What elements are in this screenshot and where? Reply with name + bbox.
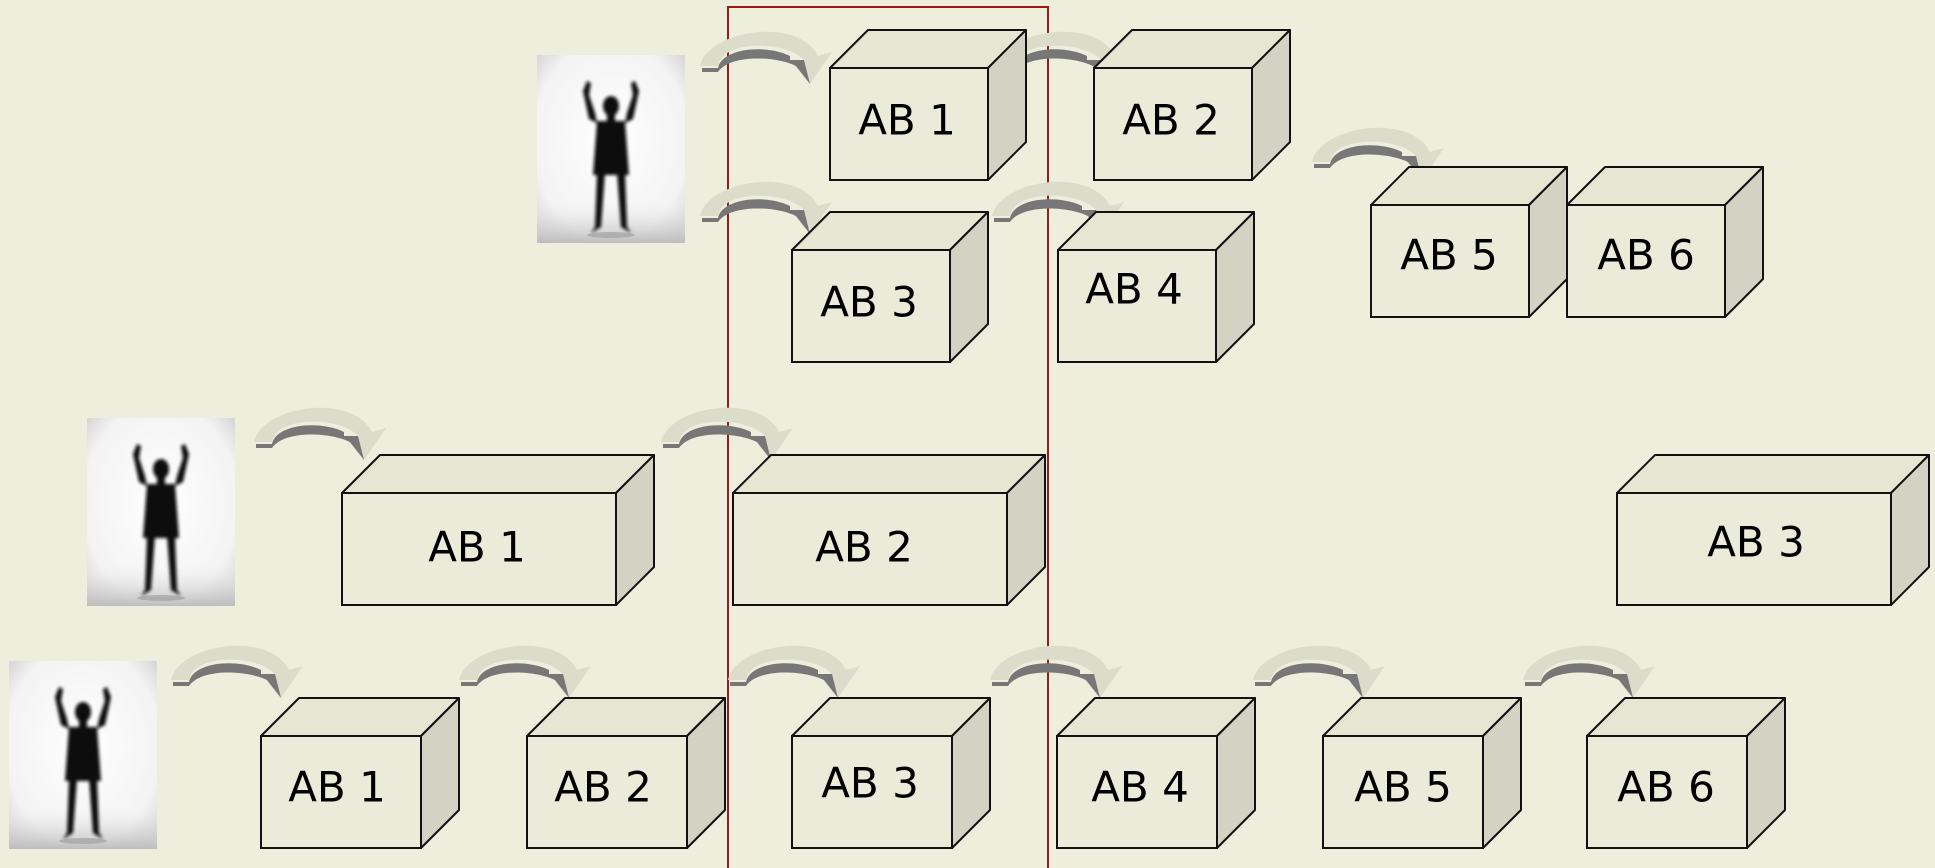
box-label: AB 3 <box>821 759 919 808</box>
box-front-face <box>260 735 422 849</box>
curved-arrow-icon <box>1523 645 1655 698</box>
box-ab-3: AB 3 <box>1616 454 1930 606</box>
box-ab-6: AB 6 <box>1566 166 1764 318</box>
curved-arrow-icon <box>700 181 832 234</box>
box-ab-4: AB 4 <box>1057 211 1255 363</box>
box-ab-2: AB 2 <box>1093 29 1291 181</box>
curved-arrow-icon <box>459 645 591 698</box>
box-ab-5: AB 5 <box>1322 697 1522 849</box>
box-label: AB 4 <box>1085 265 1183 314</box>
box-ab-2: AB 2 <box>526 697 726 849</box>
box-label: AB 2 <box>1122 96 1220 145</box>
box-top-face <box>732 454 1046 494</box>
person-arms-raised-photo <box>87 418 235 606</box>
curved-arrow-icon <box>728 645 860 698</box>
box-ab-2: AB 2 <box>732 454 1046 606</box>
box-front-face <box>732 492 1008 606</box>
curved-arrow-icon <box>990 645 1122 698</box>
box-label: AB 3 <box>820 278 918 327</box>
box-label: AB 5 <box>1400 231 1498 280</box>
box-top-face <box>1616 454 1930 494</box>
box-front-face <box>1057 249 1217 363</box>
box-front-face <box>526 735 688 849</box>
box-ab-1: AB 1 <box>260 697 460 849</box>
box-front-face <box>1093 67 1253 181</box>
box-ab-6: AB 6 <box>1586 697 1786 849</box>
box-label: AB 1 <box>288 763 386 812</box>
person-arms-raised-photo <box>9 661 157 849</box>
box-top-face <box>341 454 655 494</box>
box-front-face <box>1586 735 1748 849</box>
box-ab-1: AB 1 <box>341 454 655 606</box>
box-front-face <box>1370 204 1530 318</box>
box-front-face <box>1566 204 1726 318</box>
box-label: AB 2 <box>815 523 913 572</box>
box-label: AB 3 <box>1707 518 1805 567</box>
box-front-face <box>791 735 953 849</box>
box-ab-3: AB 3 <box>791 211 989 363</box>
box-label: AB 5 <box>1354 763 1452 812</box>
box-ab-4: AB 4 <box>1056 697 1256 849</box>
box-ab-1: AB 1 <box>829 29 1027 181</box>
box-front-face <box>791 249 951 363</box>
boxes-layer: AB 1 AB 2 AB 3 AB 4 AB 5 AB 6 AB 1 AB 2 AB 3 AB 1… <box>260 29 1930 849</box>
box-label: AB 1 <box>428 523 526 572</box>
box-ab-5: AB 5 <box>1370 166 1568 318</box>
box-front-face <box>341 492 617 606</box>
box-front-face <box>1322 735 1484 849</box>
curved-arrow-icon <box>254 407 386 460</box>
box-label: AB 6 <box>1597 231 1695 280</box>
box-front-face <box>1056 735 1218 849</box>
person-arms-raised-photo <box>537 55 685 243</box>
box-label: AB 6 <box>1617 763 1715 812</box>
box-front-face <box>1616 492 1892 606</box>
box-label: AB 1 <box>858 96 956 145</box>
curved-arrow-icon <box>1253 645 1385 698</box>
box-front-face <box>829 67 989 181</box>
box-label: AB 4 <box>1091 763 1189 812</box>
curved-arrow-icon <box>171 645 303 698</box>
highlight-frame <box>727 6 1049 868</box>
box-ab-3: AB 3 <box>791 697 991 849</box>
curved-arrow-icon <box>700 31 832 84</box>
box-label: AB 2 <box>554 763 652 812</box>
